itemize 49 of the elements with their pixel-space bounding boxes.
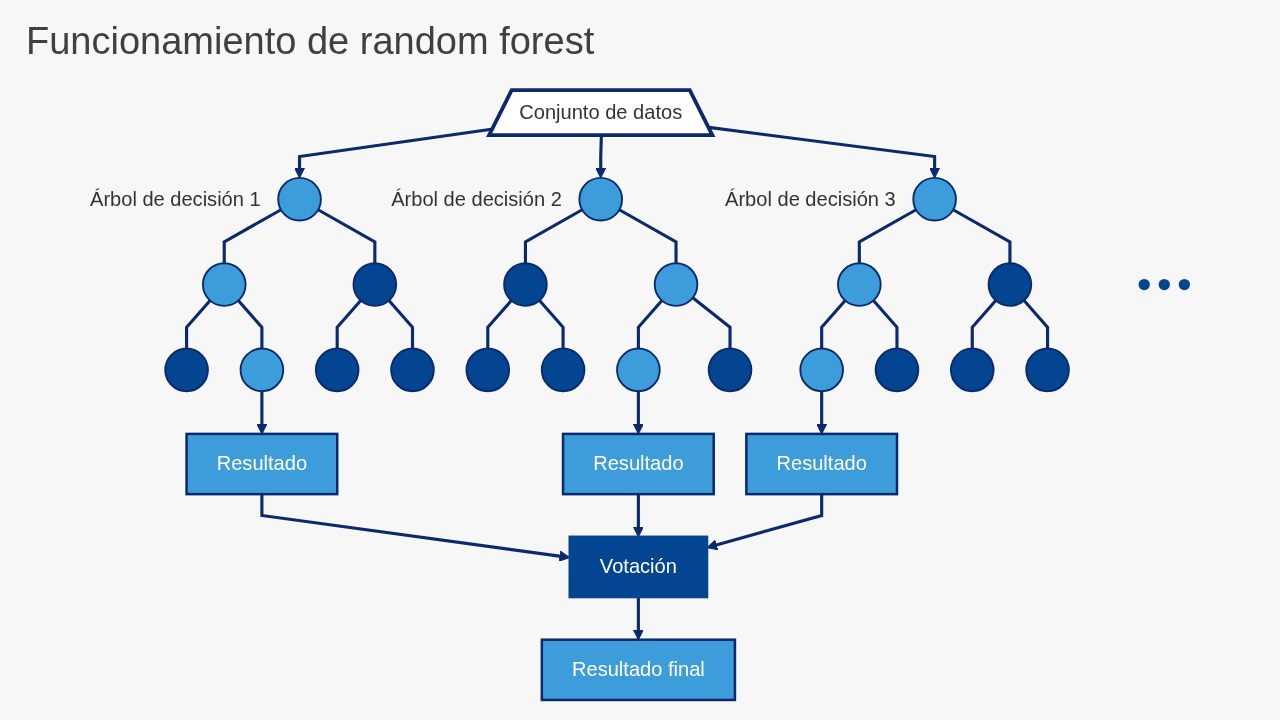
node-circle bbox=[390, 347, 435, 393]
connector bbox=[970, 299, 997, 349]
connector bbox=[691, 296, 732, 349]
connector bbox=[636, 299, 664, 349]
connector bbox=[1022, 299, 1050, 349]
node-circle bbox=[201, 262, 247, 307]
connector bbox=[317, 208, 377, 264]
node-box: Resultado bbox=[745, 432, 899, 496]
node-circle bbox=[239, 347, 285, 393]
node-circle bbox=[799, 347, 844, 393]
tree-label: Árbol de decisión 3 bbox=[725, 188, 896, 211]
node-circle bbox=[277, 176, 322, 222]
connector bbox=[185, 299, 212, 349]
connector bbox=[952, 208, 1012, 264]
node-circle bbox=[616, 347, 661, 393]
connector bbox=[237, 299, 264, 349]
node-circle bbox=[314, 347, 360, 393]
connector bbox=[523, 208, 583, 264]
node-box: Resultado bbox=[185, 432, 339, 496]
node-circle bbox=[465, 347, 511, 393]
tree-label: Árbol de decisión 2 bbox=[391, 188, 562, 211]
node-box: Resultado final bbox=[540, 638, 737, 702]
node-circle bbox=[164, 347, 209, 393]
node-circle bbox=[653, 262, 699, 307]
node-circle bbox=[1025, 347, 1070, 393]
node-circle bbox=[950, 347, 995, 393]
node-box: Votación bbox=[568, 535, 709, 599]
node-circle bbox=[578, 176, 623, 222]
connector bbox=[872, 299, 899, 349]
node-circle bbox=[707, 347, 753, 393]
connector bbox=[857, 208, 917, 264]
tree-label: Árbol de decisión 1 bbox=[90, 188, 261, 211]
connector bbox=[486, 299, 513, 349]
node-circle bbox=[912, 176, 957, 222]
slide-title: Funcionamiento de random forest bbox=[26, 20, 595, 63]
arrow bbox=[708, 125, 941, 179]
node-circle bbox=[837, 262, 882, 307]
node-circle bbox=[987, 262, 1033, 307]
node-box: Resultado bbox=[561, 432, 715, 496]
connector bbox=[618, 208, 678, 264]
node-circle bbox=[352, 262, 398, 307]
connector bbox=[820, 299, 847, 349]
connector bbox=[222, 208, 282, 264]
node-circle bbox=[540, 347, 586, 393]
connector bbox=[387, 299, 415, 349]
connector bbox=[538, 299, 565, 349]
connector bbox=[335, 299, 362, 349]
node-circle bbox=[874, 347, 920, 393]
node-circle bbox=[503, 262, 548, 307]
